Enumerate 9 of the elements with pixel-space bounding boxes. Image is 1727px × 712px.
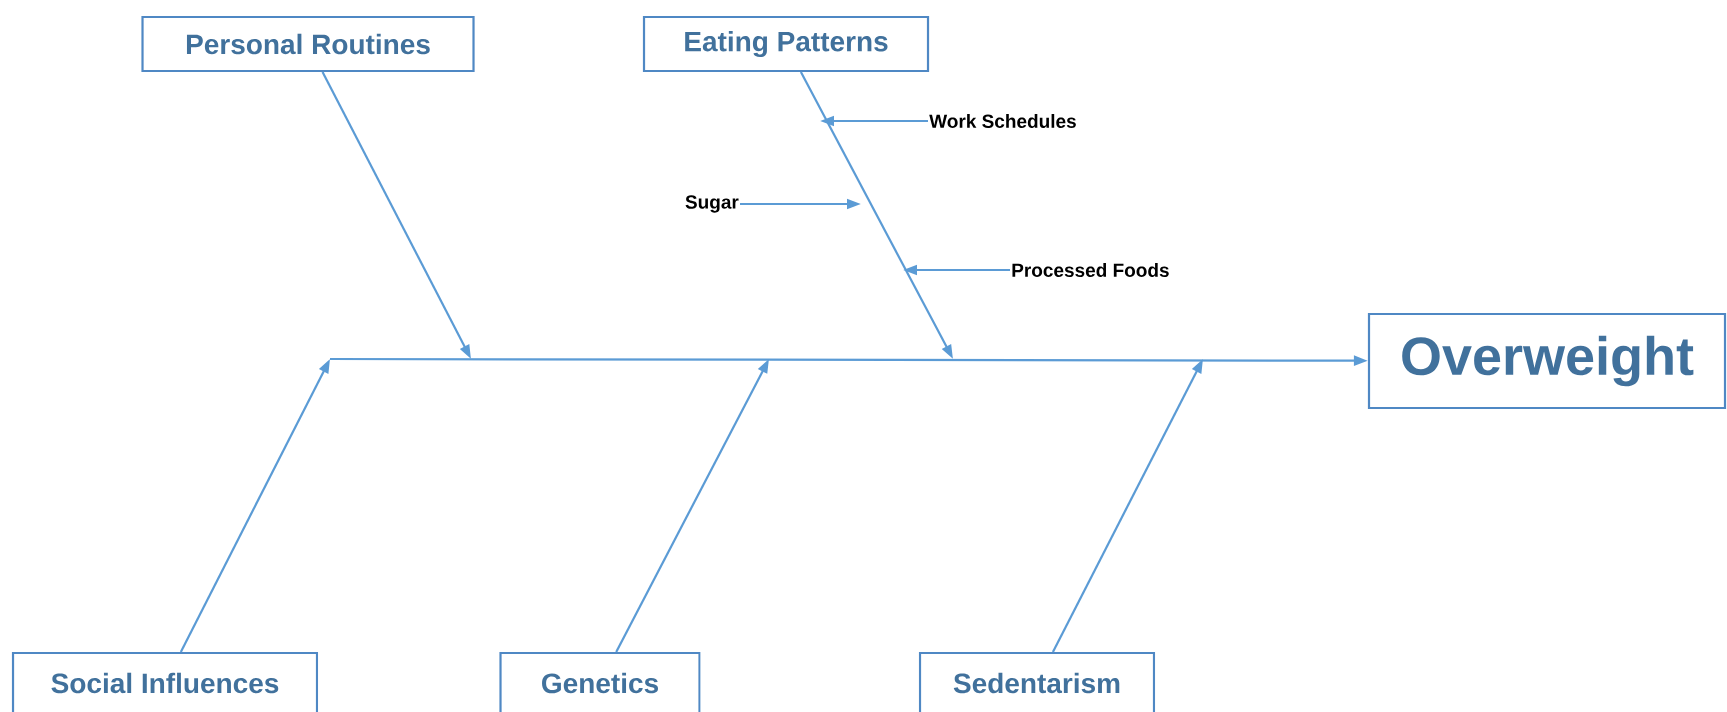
- cause-box: Genetics: [499, 651, 701, 712]
- effect-box: Overweight: [1367, 312, 1727, 410]
- cause-box: Sedentarism: [918, 651, 1156, 712]
- sub-cause-label: Work Schedules: [929, 114, 1076, 128]
- sub-cause-label: Sugar: [685, 195, 739, 213]
- sub-cause-label: Processed Foods: [1012, 263, 1169, 277]
- cause-box: Personal Routines: [141, 15, 475, 73]
- cause-box: Eating Patterns: [642, 15, 930, 73]
- cause-box: Social Influences: [11, 651, 319, 712]
